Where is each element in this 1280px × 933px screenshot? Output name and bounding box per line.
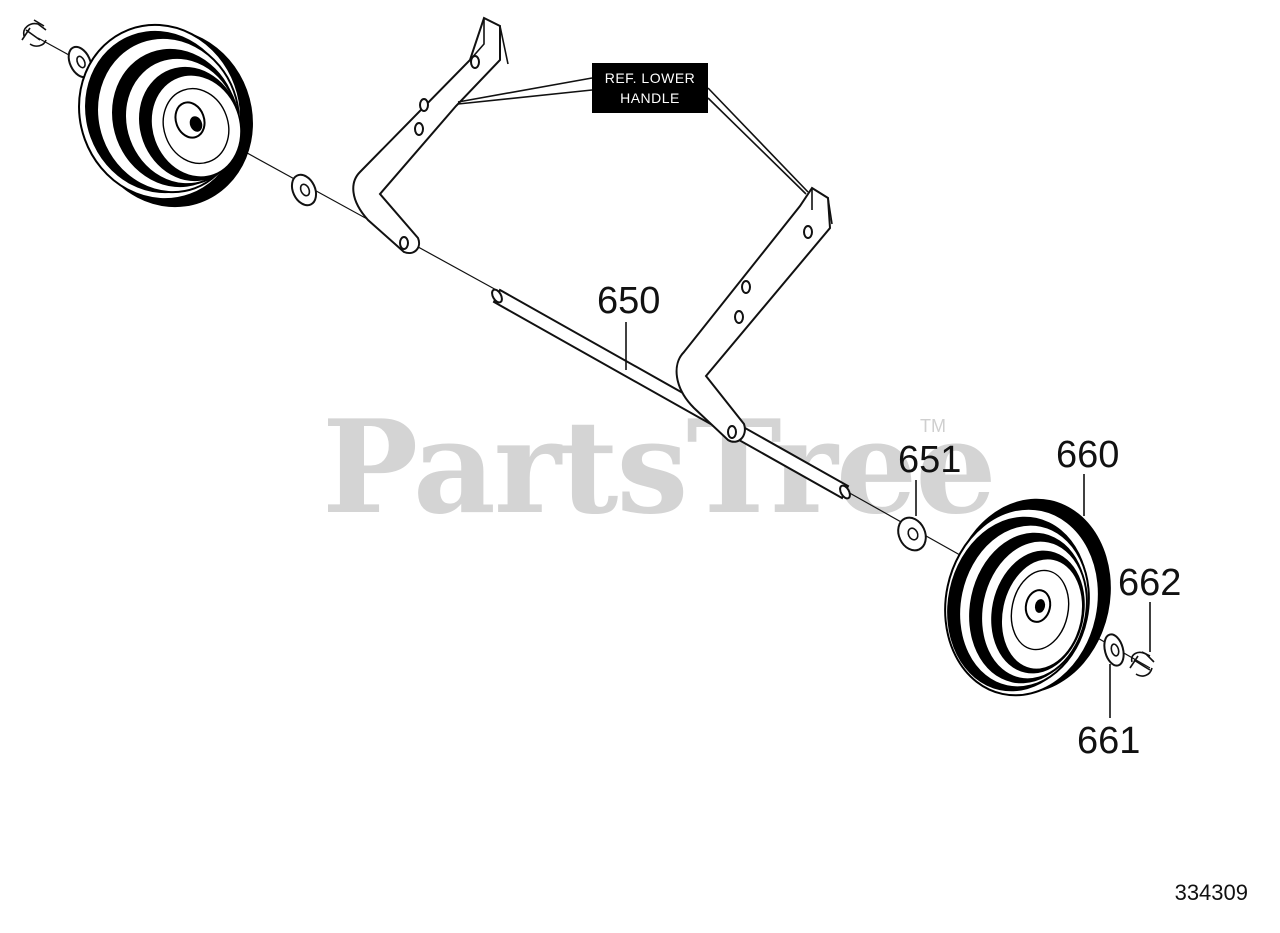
callout-wheel: 660 <box>1056 434 1119 516</box>
callout-clip: 662 <box>1118 562 1181 652</box>
callout-axle: 650 <box>597 280 660 370</box>
trademark-mark: TM <box>920 416 946 436</box>
watermark: PartsTree TM <box>322 393 997 543</box>
right-outer-washer <box>1103 633 1125 667</box>
right-hitch-clip <box>1129 651 1155 677</box>
callout-662: 662 <box>1118 562 1181 604</box>
right-wheel <box>944 498 1111 697</box>
figure-number: 334309 <box>1175 880 1248 905</box>
left-inner-washer <box>290 173 318 207</box>
right-inner-washer <box>897 516 927 552</box>
callout-651: 651 <box>898 439 961 481</box>
callout-661: 661 <box>1077 720 1140 762</box>
ref-label-line1: REF. LOWER <box>605 70 696 86</box>
left-handle-bracket <box>352 16 509 254</box>
callout-650: 650 <box>597 280 660 322</box>
watermark-text: PartsTree <box>322 393 995 543</box>
ref-label-box <box>592 63 708 113</box>
ref-label-line2: HANDLE <box>620 90 680 106</box>
right-handle-bracket <box>675 186 833 443</box>
left-hitch-clip <box>21 19 47 47</box>
callout-outer-washer: 661 <box>1077 664 1140 762</box>
callout-660: 660 <box>1056 434 1119 476</box>
ref-lower-handle-label: REF. LOWER HANDLE <box>457 63 809 195</box>
callout-inner-washer: 651 <box>898 439 961 516</box>
left-wheel <box>78 23 253 208</box>
